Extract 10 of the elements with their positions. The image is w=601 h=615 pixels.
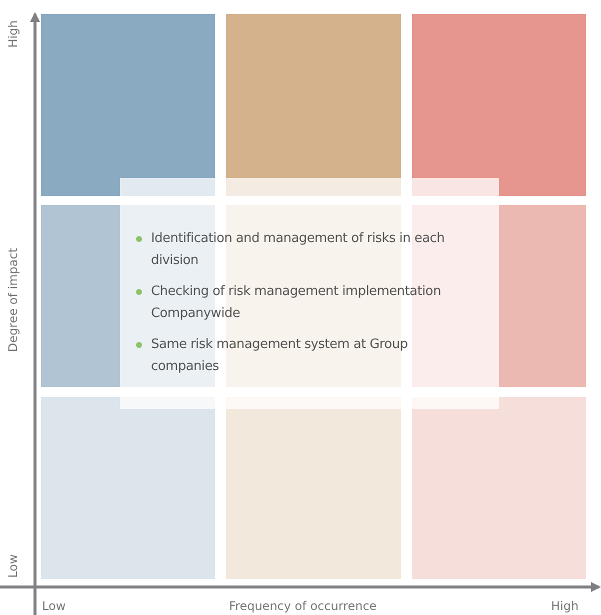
bullet-text: Identification and management of risks in each division <box>151 231 445 268</box>
axis-label: High <box>6 20 20 48</box>
axis-label: High <box>551 599 579 613</box>
text-panel <box>120 178 499 409</box>
axis-label: Low <box>42 599 66 613</box>
axis-label: Low <box>6 554 20 578</box>
axis-title: Frequency of occurrence <box>229 599 377 613</box>
axis-title: Degree of impact <box>6 248 20 352</box>
bullet-text: Same risk management system at Group companies <box>151 337 408 374</box>
bullet-text: Checking of risk management implementation Companywide <box>151 284 441 321</box>
